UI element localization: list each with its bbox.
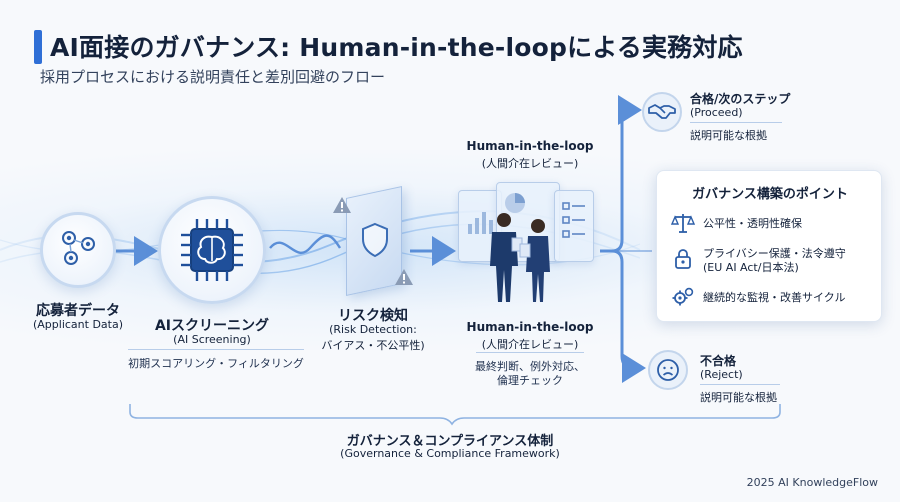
footer-credit: 2025 AI KnowledgeFlow [746, 476, 878, 489]
proceed-divider [690, 122, 782, 123]
brain-chip-icon [181, 219, 243, 281]
applicant-label: 応募者データ [36, 303, 120, 319]
warning-icon [395, 269, 413, 285]
governance-title: ガバナンス構築のポイント [692, 187, 848, 202]
page-title: AI面接のガバナンス: Human-in-the-loopによる実務対応 [50, 33, 743, 62]
reviewers-icon [490, 213, 550, 302]
dashboard-screen-right [554, 190, 594, 262]
proceed-label: 合格/次のステップ [690, 92, 791, 106]
risk-detection-sublabel-1: (Risk Detection: [329, 323, 417, 336]
governance-item-privacy-sub: (EU AI Act/日本法) [703, 261, 799, 274]
framework-bracket [129, 404, 781, 426]
lock-icon [675, 249, 691, 269]
applicant-sublabel: (Applicant Data) [32, 318, 124, 331]
proceed-sublabel: (Proceed) [690, 106, 743, 119]
framework-label: ガバナンス＆コンプライアンス体制 [346, 434, 554, 449]
hitl-bottom-desc-1: 最終判断、例外対応、 [475, 360, 585, 373]
reject-node [648, 350, 688, 390]
ai-screening-sublabel: (AI Screening) [173, 333, 251, 346]
sad-face-icon [657, 359, 679, 381]
scales-icon [671, 214, 695, 233]
page-subtitle: 採用プロセスにおける説明責任と差別回避のフロー [40, 68, 386, 86]
hitl-bottom-desc-2: 倫理チェック [497, 374, 563, 387]
ai-screening-desc: 初期スコアリング・フィルタリング [128, 357, 304, 370]
checklist-icon [562, 202, 585, 238]
proceed-note: 説明可能な根拠 [690, 129, 767, 142]
reject-divider [700, 384, 780, 385]
shield-icon [362, 222, 388, 258]
reject-sublabel: (Reject) [700, 368, 743, 381]
governance-item-fairness: 公平性・透明性確保 [703, 217, 802, 230]
applicant-node [40, 212, 116, 288]
gears-icon [672, 287, 694, 306]
risk-detection-sublabel-2: バイアス・不公平性) [321, 339, 425, 352]
hitl-bottom-sublabel: (人間介在レビュー) [481, 338, 579, 351]
wave-line [269, 234, 342, 254]
hitl-top-label: Human-in-the-loop [466, 139, 594, 153]
hitl-top-sublabel: (人間介在レビュー) [481, 157, 579, 170]
screening-divider [128, 349, 304, 350]
reject-label: 不合格 [700, 354, 737, 368]
reject-note: 説明可能な根拠 [700, 391, 777, 404]
ai-screening-node [158, 196, 266, 304]
handshake-icon [648, 104, 676, 119]
risk-detection-label: リスク検知 [338, 308, 408, 324]
title-accent-bar [34, 30, 42, 64]
warning-icon [333, 197, 351, 213]
hitl-bottom-label: Human-in-the-loop [466, 320, 594, 334]
bar-chart-icon [468, 212, 493, 234]
framework-sublabel: (Governance & Compliance Framework) [340, 447, 560, 460]
pie-chart-icon [505, 193, 525, 213]
hitl-divider [476, 352, 584, 353]
arrow-to-reject [611, 249, 646, 383]
users-icon [62, 231, 95, 265]
governance-item-privacy: プライバシー保護・法令遵守 [703, 247, 846, 260]
ai-screening-label: AIスクリーニング [154, 318, 270, 334]
arrow-to-proceed [600, 95, 642, 253]
governance-item-monitoring: 継続的な監視・改善サイクル [703, 291, 846, 304]
governance-panel: ガバナンス構築のポイント 公平性・透明性確保 プライバシー保護・法令遵守 (EU… [656, 170, 882, 322]
